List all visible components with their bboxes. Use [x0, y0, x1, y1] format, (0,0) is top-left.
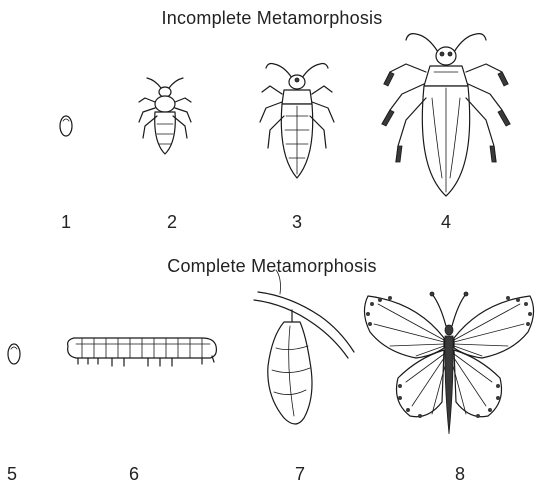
- nymph-large-icon: [252, 56, 342, 188]
- stage-number: 2: [167, 212, 177, 233]
- chrysalis-icon: [250, 266, 360, 442]
- stage-number: 1: [61, 212, 71, 233]
- stage-number: 5: [7, 464, 17, 485]
- stage-number: 7: [295, 464, 305, 485]
- stage-number: 8: [455, 464, 465, 485]
- stage-number: 6: [129, 464, 139, 485]
- adult-beetle-icon: [376, 28, 516, 206]
- caterpillar-icon: [62, 330, 222, 374]
- stage-number: 4: [441, 212, 451, 233]
- incomplete-metamorphosis-title: Incomplete Metamorphosis: [162, 8, 383, 29]
- stage-number: 3: [292, 212, 302, 233]
- egg-icon: [4, 340, 24, 368]
- butterfly-icon: [356, 282, 542, 438]
- egg-icon: [56, 112, 76, 140]
- nymph-small-icon: [133, 72, 197, 164]
